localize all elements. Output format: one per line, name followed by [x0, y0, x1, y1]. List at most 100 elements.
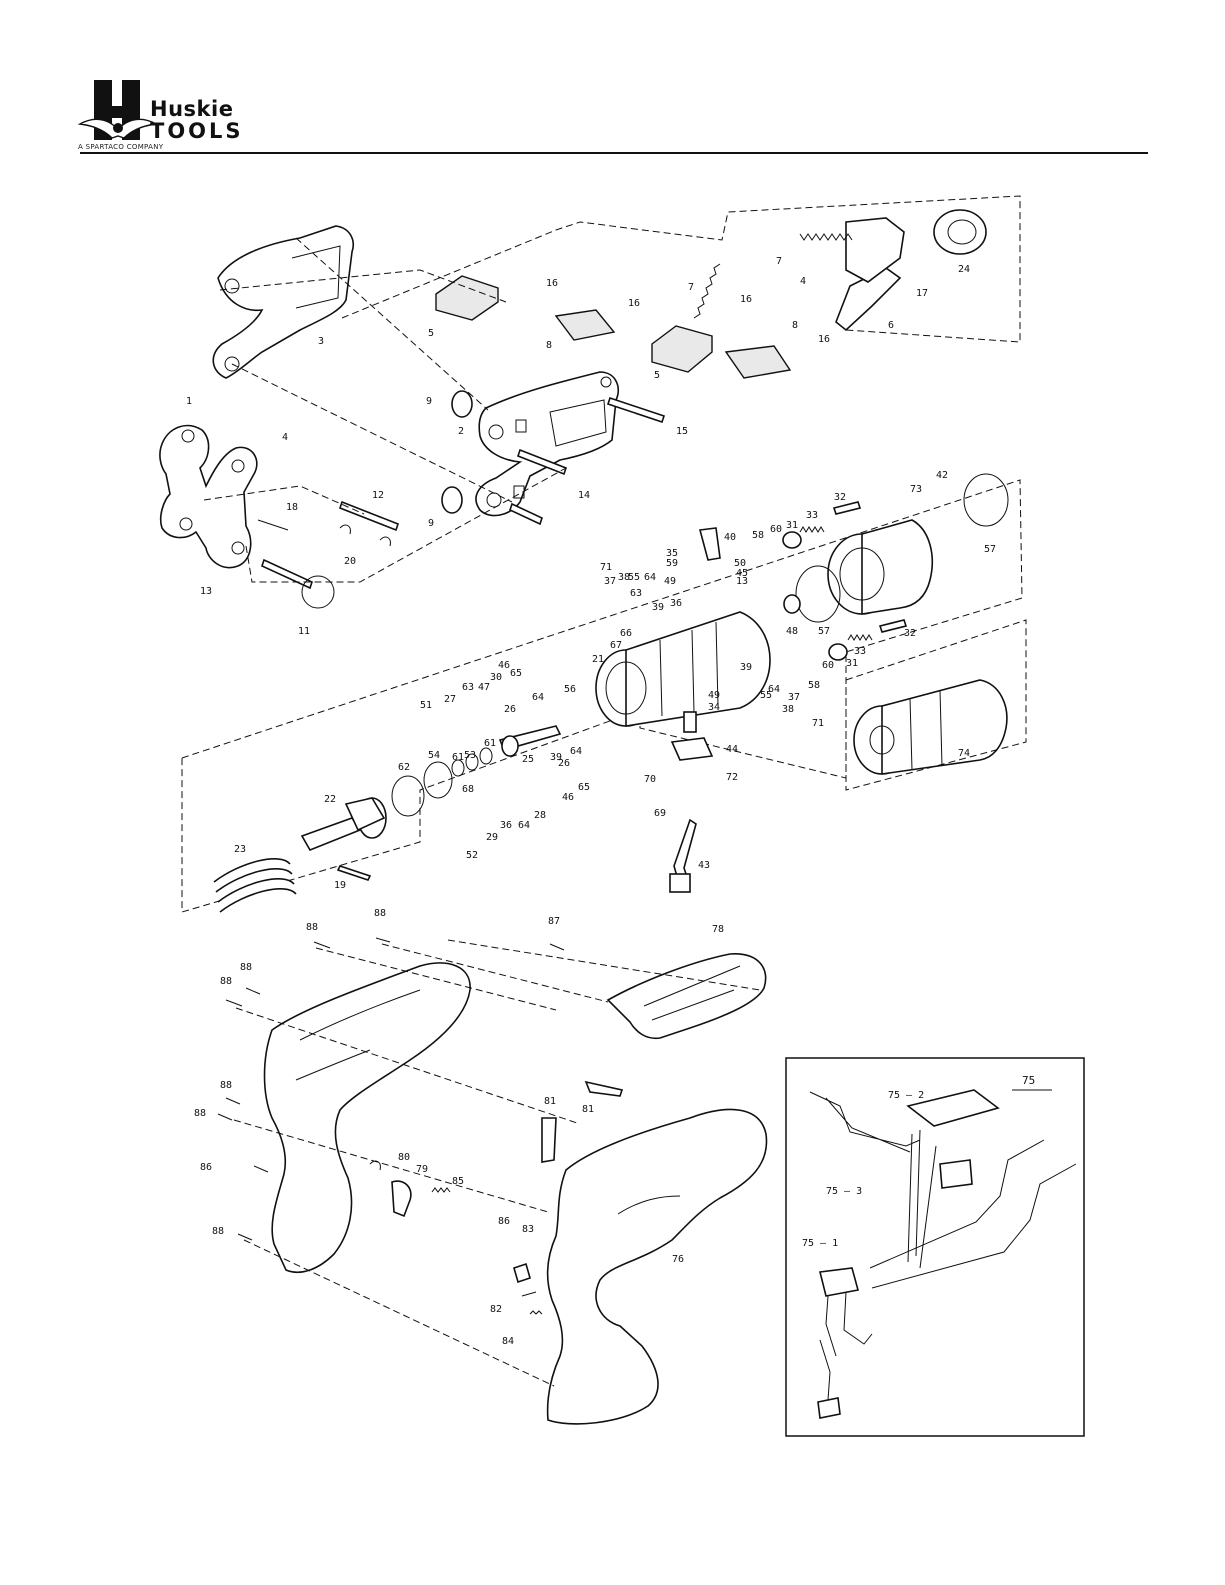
part-6-ramp	[835, 267, 902, 332]
part-callout: 44	[726, 744, 738, 755]
part-callout: 50	[734, 558, 746, 569]
part-callout: 37	[604, 576, 616, 587]
part-callout: 32	[904, 628, 916, 639]
part-19-pin	[336, 865, 372, 881]
part-80-spring	[369, 1160, 381, 1171]
part-callout: 13	[200, 586, 212, 597]
part-61-seal-a	[451, 759, 465, 777]
part-callout: 7	[776, 256, 782, 267]
part-31-valve-upper	[782, 531, 802, 549]
part-callout: 31	[786, 520, 798, 531]
part-callout: 56	[564, 684, 576, 695]
part-62-oring	[391, 775, 425, 817]
part-callout: 48	[786, 626, 798, 637]
part-callout: 84	[502, 1336, 514, 1347]
part-callout: 9	[428, 518, 434, 529]
part-callout: 37	[788, 692, 800, 703]
screw-88-g	[237, 1233, 253, 1241]
part-11-ring-pin	[261, 558, 313, 590]
part-84-spring	[529, 1310, 543, 1315]
part-callout: 2	[458, 426, 464, 437]
part-callout: 45	[736, 568, 748, 579]
part-callout: 86	[498, 1216, 510, 1227]
part-20-clips	[339, 524, 391, 547]
housing-group	[217, 937, 768, 1425]
part-callout: 39	[740, 662, 752, 673]
part-22-piston	[300, 817, 362, 852]
part-31-valve-lower	[828, 643, 848, 661]
part-callout: 42	[936, 470, 948, 481]
part-callout: 13	[736, 576, 748, 587]
inset-frame	[785, 1057, 1085, 1437]
part-callout: 64	[768, 684, 780, 695]
part-callout: 16	[818, 334, 830, 345]
part-callout: 60	[770, 524, 782, 535]
part-callout: 81	[582, 1104, 594, 1115]
part-callout: 83	[522, 1224, 534, 1235]
part-callout: 7	[688, 282, 694, 293]
part-callout: 5	[428, 328, 434, 339]
part-callout: 55	[760, 690, 772, 701]
part-61-seal-b	[479, 747, 493, 765]
part-callout: 35	[666, 548, 678, 559]
part-callout: 26	[504, 704, 516, 715]
part-callout: 64	[570, 746, 582, 757]
part-5-block-lower	[651, 325, 713, 373]
part-callout: 69	[654, 808, 666, 819]
part-callout: 33	[854, 646, 866, 657]
part-9-bushing-upper	[451, 390, 473, 418]
part-5-block-upper	[435, 275, 499, 321]
part-callout: 23	[234, 844, 246, 855]
part-callout: 40	[724, 532, 736, 543]
inset-label-75-3: 75 — 3	[826, 1186, 862, 1197]
part-callout: 88	[306, 922, 318, 933]
cylinder-assembly-group	[181, 473, 1027, 913]
part-callout: 88	[240, 962, 252, 973]
part-callout: 8	[792, 320, 798, 331]
part-callout: 31	[846, 658, 858, 669]
part-callout: 67	[610, 640, 622, 651]
part-callout: 71	[600, 562, 612, 573]
part-23-return-spring	[213, 858, 297, 913]
part-callout: 85	[452, 1176, 464, 1187]
screw-88-f	[217, 1113, 233, 1121]
part-callout: 61	[452, 752, 464, 763]
head-assembly-group	[159, 209, 987, 609]
part-85-spring	[431, 1187, 451, 1193]
part-57-oring-upper	[963, 473, 1009, 527]
part-callout: 19	[334, 880, 346, 891]
part-callout: 26	[558, 758, 570, 769]
part-callout: 79	[416, 1164, 428, 1175]
part-callout: 29	[486, 832, 498, 843]
part-callout: 4	[800, 276, 806, 287]
screw-88-e	[225, 1097, 241, 1105]
part-callout: 81	[544, 1096, 556, 1107]
part-callout: 88	[220, 1080, 232, 1091]
part-callout: 57	[818, 626, 830, 637]
part-callout: 63	[630, 588, 642, 599]
part-left-housing	[263, 962, 471, 1274]
part-callout: 28	[534, 810, 546, 821]
part-callout: 46	[498, 660, 510, 671]
part-75-2-pcb	[906, 1089, 1000, 1127]
part-callout: 55	[628, 572, 640, 583]
part-24-collar	[933, 209, 987, 255]
head-guide-lines	[203, 195, 1021, 583]
part-43-trigger-link	[673, 818, 697, 881]
part-callout: 54	[428, 750, 440, 761]
huskie-logo: Huskie TOOLS A SPARTACO COMPANY	[78, 78, 278, 154]
part-callout: 47	[478, 682, 490, 693]
part-callout: 21	[592, 654, 604, 665]
part-callout: 70	[644, 774, 656, 785]
part-callout: 25	[522, 754, 534, 765]
part-callout: 52	[466, 850, 478, 861]
part-callout: 3	[318, 336, 324, 347]
part-callout: 86	[200, 1162, 212, 1173]
part-44-yoke	[670, 737, 714, 761]
part-callout: 24	[958, 264, 970, 275]
part-callout: 58	[808, 680, 820, 691]
part-1-link	[159, 424, 258, 569]
part-callout: 38	[618, 572, 630, 583]
part-callout: 49	[708, 690, 720, 701]
